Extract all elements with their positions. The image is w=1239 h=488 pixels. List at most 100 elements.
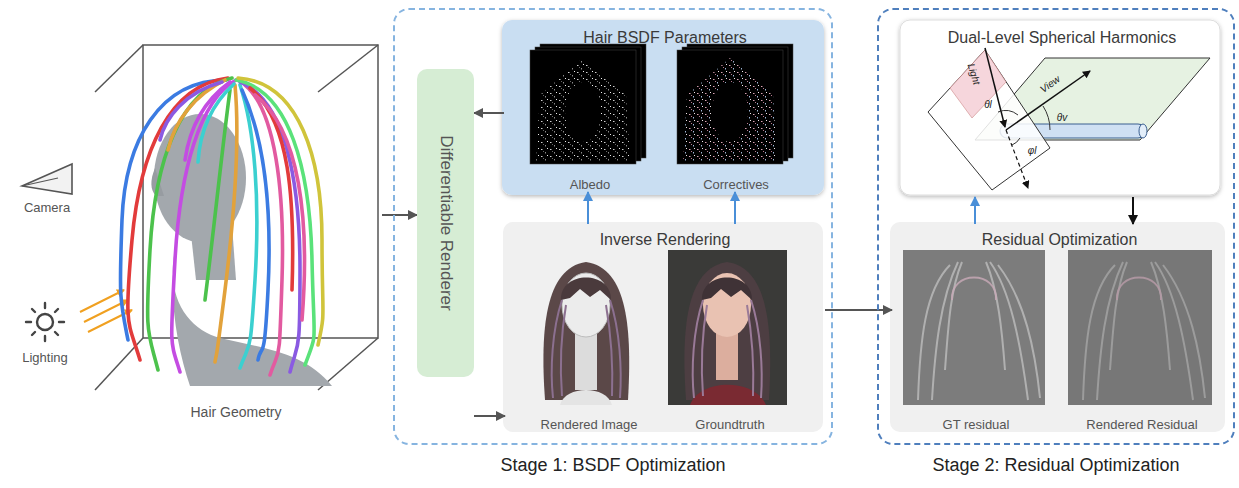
groundtruth-photo xyxy=(690,385,766,405)
box-title: Differentiable Renderer xyxy=(436,69,456,377)
rendered-residual xyxy=(1110,262,1127,370)
image-tile: Rendered Residual xyxy=(1067,250,1217,432)
image-tile: Groundtruth xyxy=(666,250,794,432)
rendered-residual xyxy=(1068,250,1212,405)
image-tile: Correctives xyxy=(674,46,798,192)
image-caption: Correctives xyxy=(674,177,798,192)
hair-strands xyxy=(242,90,269,360)
bounding-cube xyxy=(95,45,143,92)
panel-backgrounds xyxy=(502,20,1225,432)
sh-geometry-sketch xyxy=(950,50,1006,118)
groundtruth-photo xyxy=(702,278,752,301)
hair-strands xyxy=(198,84,234,162)
sketch-label: Light xyxy=(966,62,983,86)
correctives-map xyxy=(677,44,793,164)
groundtruth-photo xyxy=(684,262,770,400)
sun-icon xyxy=(32,309,35,312)
rendered-residual xyxy=(1097,262,1123,400)
sketch-label: View xyxy=(1038,73,1062,95)
groundtruth-photo xyxy=(693,300,762,398)
panel-backgrounds xyxy=(502,20,824,195)
flow-arrow xyxy=(587,192,589,224)
rendered-image xyxy=(543,262,629,400)
rendered-image xyxy=(575,330,597,390)
gt-residual xyxy=(986,262,1005,370)
hair-strands xyxy=(240,82,300,372)
albedo-map xyxy=(530,44,646,164)
rendered-image xyxy=(552,300,621,398)
sun-icon xyxy=(32,332,35,335)
hair-strands xyxy=(255,95,305,320)
groundtruth-photo xyxy=(716,330,738,380)
rendered-residual xyxy=(1151,262,1170,370)
box-title: Hair BSDF Parameters xyxy=(504,29,826,47)
sun-icon xyxy=(55,309,58,312)
rendering-panel: Inverse RenderingRendered ImageGroundtru… xyxy=(505,224,825,434)
image-tile: GT residual xyxy=(902,250,1050,432)
image-caption: Rendered Residual xyxy=(1067,417,1217,432)
correctives-map xyxy=(712,82,748,142)
albedo-map xyxy=(536,58,630,162)
renderer-box: Differentiable Renderer xyxy=(417,69,474,377)
image-caption: GT residual xyxy=(902,417,1050,432)
box-title: Inverse Rendering xyxy=(505,231,825,249)
hair-strands xyxy=(236,80,314,365)
sun-icon xyxy=(55,332,58,335)
sh-geometry-sketch xyxy=(1043,106,1050,130)
image-tile: Albedo xyxy=(528,46,652,192)
rendered-image xyxy=(606,305,612,396)
gt-residual xyxy=(918,262,1040,400)
hair-strands xyxy=(120,78,323,375)
groundtruth-photo xyxy=(747,305,753,396)
sun-icon xyxy=(26,303,64,341)
rendered-image xyxy=(543,262,629,405)
camera-icon xyxy=(22,178,58,186)
hair-strands xyxy=(168,80,225,150)
sh-geometry-sketch xyxy=(1006,71,1090,130)
correctives-map xyxy=(677,50,783,164)
sh-geometry-sketch xyxy=(928,48,1210,190)
image-tile: Rendered Image xyxy=(527,250,651,432)
icon-label: Lighting xyxy=(22,350,68,365)
gt-residual xyxy=(998,265,1040,398)
sun-icon xyxy=(37,314,53,330)
box-title: Hair Geometry xyxy=(90,404,382,420)
parameter-panel: Hair BSDF ParametersAlbedo Correctives xyxy=(504,22,826,197)
flow-arrow xyxy=(474,415,505,417)
correctives-map xyxy=(683,58,777,162)
panel-backgrounds xyxy=(503,222,823,432)
sh-geometry-sketch xyxy=(1139,124,1147,138)
rendered-residual xyxy=(1117,278,1161,301)
image-caption: Albedo xyxy=(528,177,652,192)
rendered-residual xyxy=(1068,250,1212,405)
sketch-label: θl xyxy=(984,99,992,110)
groundtruth-photo xyxy=(668,250,787,405)
albedo-map xyxy=(565,82,601,142)
gt-residual xyxy=(903,250,1045,405)
sh-geometry-sketch xyxy=(985,48,1005,127)
stage-caption: Stage 1: BSDF Optimization xyxy=(395,455,831,476)
camera-icon xyxy=(22,164,72,194)
light-rays xyxy=(80,290,124,312)
flow-arrow xyxy=(734,192,736,224)
bounding-cube xyxy=(318,45,378,92)
gt-residual xyxy=(945,262,962,370)
residual-panel: Residual Optimization GT residual Rendered… xyxy=(892,224,1227,434)
box-title: Residual Optimization xyxy=(892,231,1227,249)
stage-group: Stage 1: BSDF OptimizationDifferentiable… xyxy=(393,8,833,445)
flow-arrow xyxy=(1132,197,1134,224)
icon-label: Camera xyxy=(24,200,70,215)
sh-geometry-sketch xyxy=(998,111,1018,115)
hair-strands xyxy=(160,82,222,140)
bounding-cube xyxy=(95,45,378,390)
gt-residual xyxy=(952,278,996,301)
groundtruth-photo xyxy=(702,305,707,396)
sun-icon xyxy=(44,303,46,308)
rendered-image xyxy=(561,278,611,301)
hair-strands xyxy=(250,88,293,290)
sh-geometry-sketch xyxy=(1012,138,1020,145)
sun-icon xyxy=(44,336,46,341)
groundtruth-photo xyxy=(668,250,787,405)
box-title: Dual-Level Spherical Harmonics xyxy=(902,29,1222,47)
